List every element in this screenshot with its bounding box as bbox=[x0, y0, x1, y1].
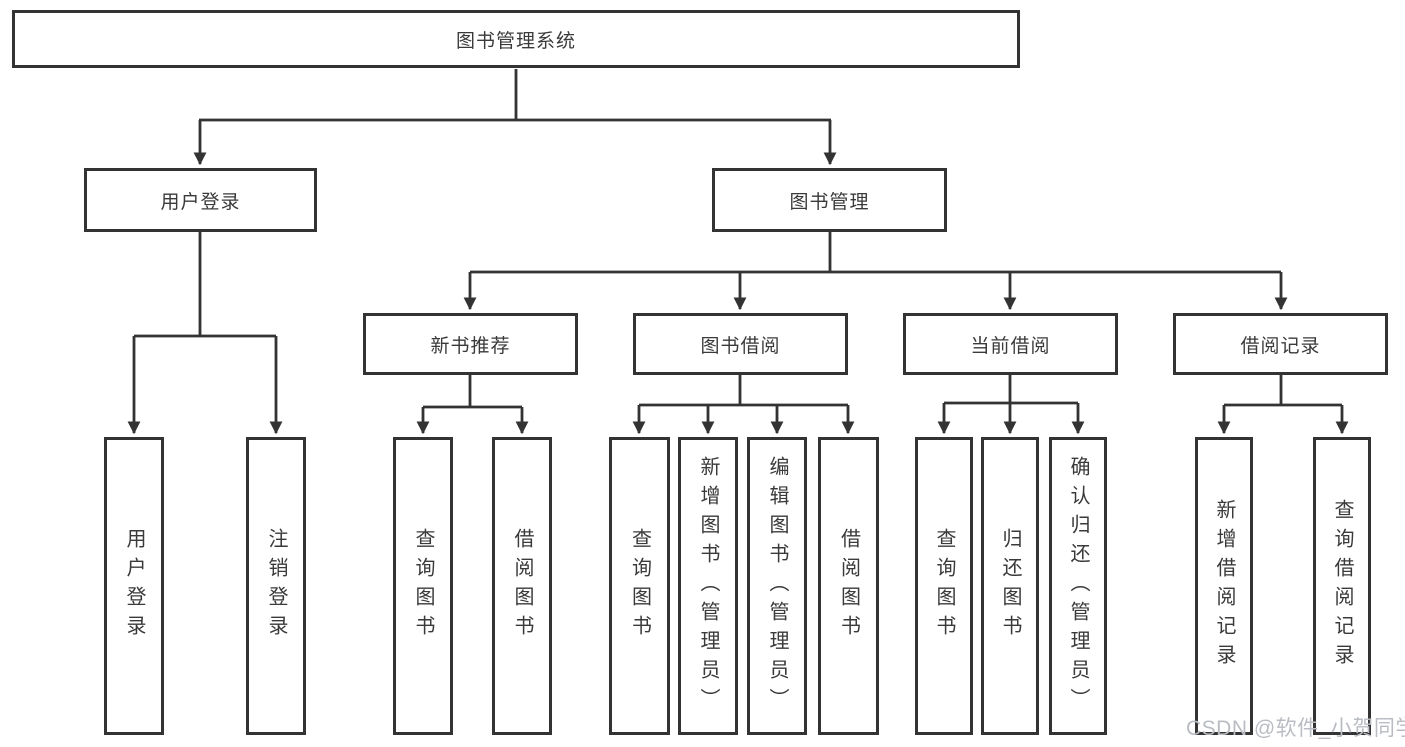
leaf-query-books-recommend: 查询图书 bbox=[393, 437, 453, 735]
leaf-query-borrow-record: 查询借阅记录 bbox=[1313, 437, 1371, 735]
leaf-user-login: 用户登录 bbox=[104, 437, 164, 735]
leaf-query-borrow-record-label: 查询借阅记录 bbox=[1331, 499, 1353, 673]
leaf-query-books-borrowing: 查询图书 bbox=[609, 437, 670, 735]
node-book-borrowing: 图书借阅 bbox=[633, 313, 848, 375]
leaf-confirm-return-admin: 确认归还（管理员） bbox=[1049, 437, 1107, 735]
node-borrowing-records: 借阅记录 bbox=[1173, 313, 1388, 375]
leaf-logout-label: 注销登录 bbox=[265, 528, 287, 644]
leaf-return-books-label: 归还图书 bbox=[999, 528, 1021, 644]
node-user-login: 用户登录 bbox=[84, 168, 317, 232]
leaf-add-borrow-record: 新增借阅记录 bbox=[1195, 437, 1253, 735]
node-book-management: 图书管理 bbox=[712, 168, 947, 232]
leaf-user-login-label: 用户登录 bbox=[123, 528, 145, 644]
leaf-add-book-admin-label: 新增图书（管理员） bbox=[697, 455, 719, 717]
watermark: CSDN @软件_小贺同学 bbox=[1186, 717, 1405, 740]
leaf-borrow-books-borrowing-label: 借阅图书 bbox=[837, 528, 860, 644]
leaf-edit-book-admin-label: 编辑图书（管理员） bbox=[766, 455, 788, 717]
leaf-add-book-admin: 新增图书（管理员） bbox=[678, 437, 738, 735]
leaf-edit-book-admin: 编辑图书（管理员） bbox=[747, 437, 807, 735]
leaf-borrow-books-borrowing: 借阅图书 bbox=[818, 437, 879, 735]
leaf-logout: 注销登录 bbox=[246, 437, 306, 735]
leaf-add-borrow-record-label: 新增借阅记录 bbox=[1213, 499, 1235, 673]
node-current-borrowing: 当前借阅 bbox=[903, 313, 1118, 375]
leaf-borrow-books-recommend: 借阅图书 bbox=[492, 437, 552, 735]
leaf-query-books-current-label: 查询图书 bbox=[933, 528, 955, 644]
leaf-query-books-current: 查询图书 bbox=[915, 437, 973, 735]
node-library-management-system: 图书管理系统 bbox=[12, 10, 1020, 68]
leaf-query-books-recommend-label: 查询图书 bbox=[412, 528, 434, 644]
node-new-book-recommend: 新书推荐 bbox=[363, 313, 578, 375]
leaf-return-books: 归还图书 bbox=[981, 437, 1039, 735]
leaf-confirm-return-admin-label: 确认归还（管理员） bbox=[1067, 455, 1089, 717]
leaf-query-books-borrowing-label: 查询图书 bbox=[628, 528, 651, 644]
leaf-borrow-books-recommend-label: 借阅图书 bbox=[511, 528, 533, 644]
